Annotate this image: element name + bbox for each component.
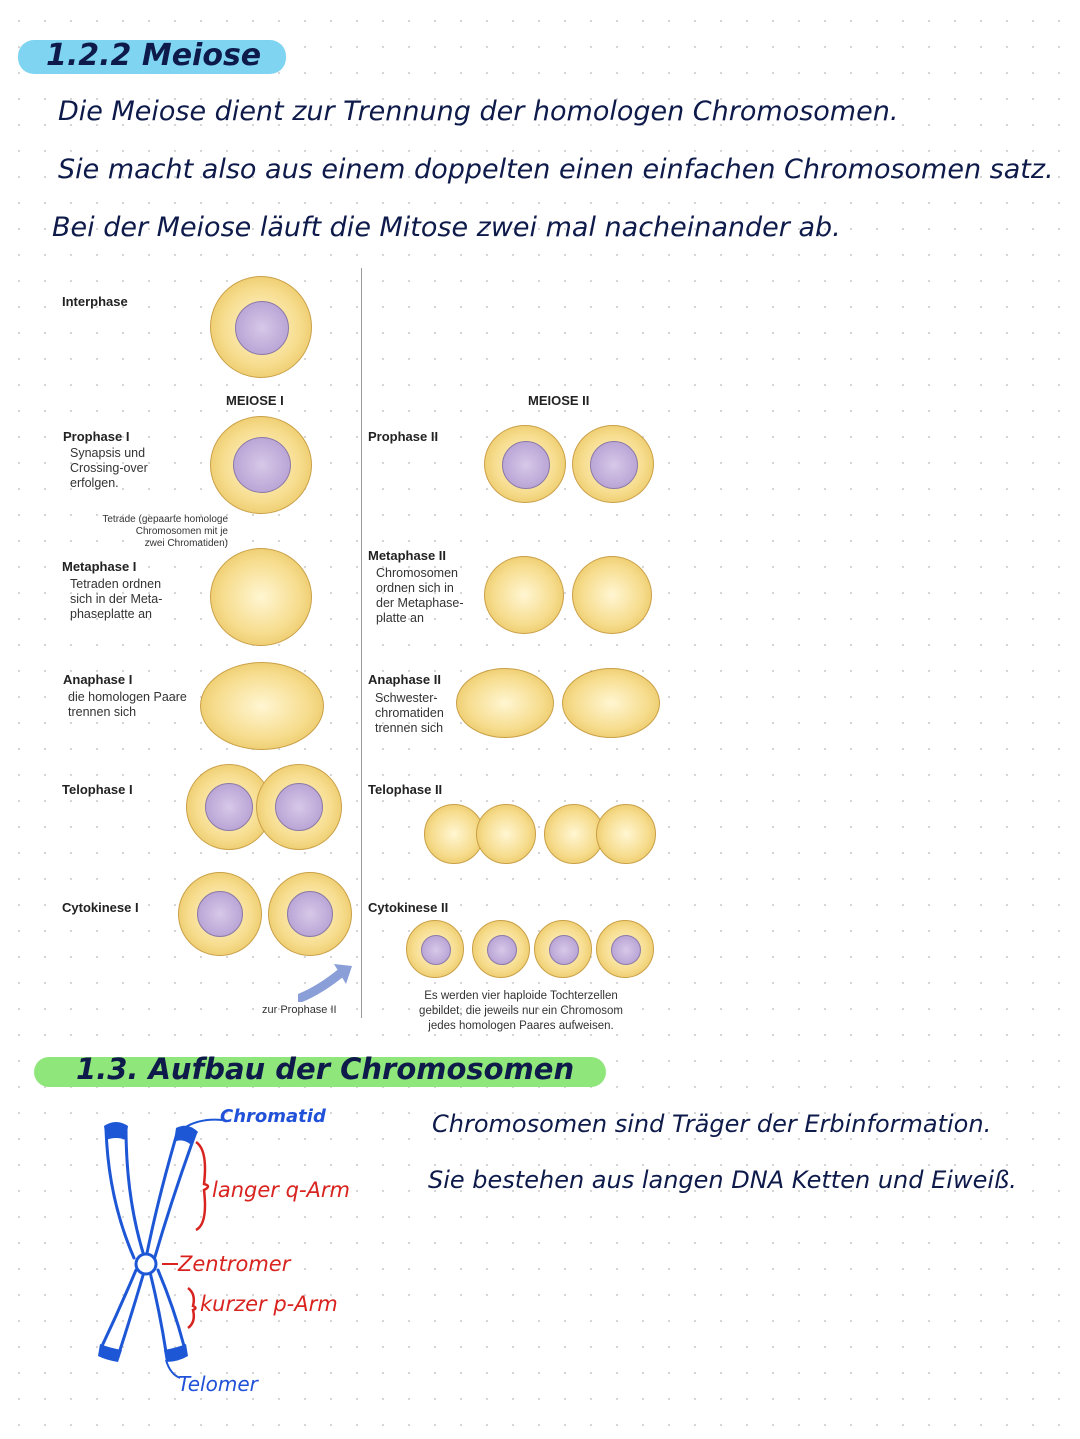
desc-line: sich in der Meta- <box>70 592 163 606</box>
nucleus <box>197 891 243 937</box>
desc-metaphase-1: Tetraden ordnen sich in der Meta- phasep… <box>70 577 162 622</box>
label-telophase-1: Telophase I <box>62 782 133 797</box>
label-chromatid: Chromatid <box>220 1106 326 1127</box>
chromosome-drawing <box>98 1122 198 1362</box>
cell-telophase-2c <box>544 804 604 864</box>
desc-line: trennen sich <box>375 721 444 735</box>
label-p-arm: kurzer p-Arm <box>200 1292 338 1316</box>
label-interphase: Interphase <box>62 294 128 309</box>
tetrade-note: Tetrade (gepaarte homologe Chromosomen m… <box>78 514 228 550</box>
tetrade-line: Chromosomen mit je <box>135 526 228 537</box>
label-telomer: Telomer <box>178 1372 258 1396</box>
label-metaphase-1: Metaphase I <box>62 559 137 574</box>
cell-telophase-2b <box>476 804 536 864</box>
label-meiose-1: MEIOSE I <box>226 393 284 408</box>
section-heading-meiose: 1.2.2 Meiose <box>46 38 262 73</box>
label-metaphase-2: Metaphase II <box>368 548 447 563</box>
result-note: Es werden vier haploide Tochterzellen ge… <box>398 989 644 1034</box>
desc-line: phaseplatte an <box>70 607 153 621</box>
nucleus <box>611 935 641 965</box>
nucleus <box>287 891 333 937</box>
tetrade-line: zwei Chromatiden) <box>144 538 228 549</box>
cell-prophase-2a <box>484 425 566 503</box>
result-line: gebildet, die jeweils nur ein Chromosom <box>419 1005 623 1017</box>
label-telophase-2: Telophase II <box>368 782 443 797</box>
desc-line: Crossing-over <box>70 461 148 475</box>
intro-line-1: Die Meiose dient zur Trennung der homolo… <box>58 96 899 127</box>
section-heading-chromosomen: 1.3. Aufbau der Chromosomen <box>76 1052 575 1086</box>
nucleus <box>235 301 289 355</box>
label-cytokinese-2: Cytokinese II <box>368 900 449 915</box>
p-arm-bracket <box>187 1287 197 1329</box>
cell-cytokinese-2b <box>472 920 530 978</box>
nucleus <box>502 441 550 489</box>
nucleus <box>275 783 323 831</box>
cell-cytokinese-2d <box>596 920 654 978</box>
label-anaphase-1: Anaphase I <box>63 672 133 687</box>
desc-prophase-1: Synapsis und Crossing-over erfolgen. <box>70 446 148 491</box>
nucleus <box>487 935 517 965</box>
chromosome-line-1: Chromosomen sind Träger der Erbinformati… <box>432 1110 992 1138</box>
desc-line: chromatiden <box>375 706 444 720</box>
label-zur-prophase-2: zur Prophase II <box>262 1004 337 1016</box>
result-line: jedes homologen Paares aufweisen. <box>428 1020 614 1032</box>
cell-metaphase-2b <box>572 556 652 634</box>
meiosis-divider <box>361 268 362 1018</box>
desc-line: die homologen Paare <box>68 690 187 704</box>
label-prophase-2: Prophase II <box>368 429 439 444</box>
chromatid-pointer <box>183 1118 223 1129</box>
desc-line: ordnen sich in <box>376 581 454 595</box>
desc-line: Chromosomen <box>376 566 458 580</box>
cell-cytokinese-1a <box>178 872 262 956</box>
cell-prophase-2b <box>572 425 654 503</box>
label-zentromer: Zentromer <box>178 1252 291 1276</box>
desc-line: erfolgen. <box>70 476 119 490</box>
q-arm-bracket <box>195 1140 210 1232</box>
cell-anaphase-2a <box>456 668 554 738</box>
cell-cytokinese-2c <box>534 920 592 978</box>
arrow-icon <box>298 964 352 1002</box>
cell-prophase-1 <box>210 416 312 514</box>
cell-cytokinese-2a <box>406 920 464 978</box>
cell-cytokinese-1b <box>268 872 352 956</box>
cell-telophase-1b <box>256 764 342 850</box>
desc-line: Schwester- <box>375 691 438 705</box>
intro-line-3: Bei der Meiose läuft die Mitose zwei mal… <box>52 212 841 243</box>
cell-metaphase-2a <box>484 556 564 634</box>
label-cytokinese-1: Cytokinese I <box>62 900 139 915</box>
label-anaphase-2: Anaphase II <box>368 672 441 687</box>
heading-highlight <box>18 40 286 74</box>
desc-line: Synapsis und <box>70 446 146 460</box>
desc-line: Tetraden ordnen <box>70 577 162 591</box>
label-prophase-1: Prophase I <box>63 429 130 444</box>
telomer-pointer <box>165 1359 181 1379</box>
cell-anaphase-1 <box>200 662 324 750</box>
cell-anaphase-2b <box>562 668 660 738</box>
cell-metaphase-1 <box>210 548 312 646</box>
desc-line: trennen sich <box>68 705 137 719</box>
label-meiose-2: MEIOSE II <box>528 393 590 408</box>
result-line: Es werden vier haploide Tochterzellen <box>424 990 618 1002</box>
chromosome-line-2: Sie bestehen aus langen DNA Ketten und E… <box>428 1166 1017 1194</box>
nucleus <box>205 783 253 831</box>
tetrade-line: Tetrade (gepaarte homologe <box>102 514 228 525</box>
cell-telophase-2a <box>424 804 484 864</box>
nucleus <box>549 935 579 965</box>
desc-line: der Metaphase- <box>376 596 464 610</box>
nucleus <box>421 935 451 965</box>
cell-telophase-2d <box>596 804 656 864</box>
desc-anaphase-2: Schwester- chromatiden trennen sich <box>375 691 444 736</box>
desc-anaphase-1: die homologen Paare trennen sich <box>68 690 187 720</box>
desc-line: platte an <box>376 611 424 625</box>
cell-interphase <box>210 276 312 378</box>
nucleus <box>590 441 638 489</box>
nucleus <box>233 437 291 493</box>
zentromer-pointer <box>162 1263 178 1265</box>
intro-line-2: Sie macht also aus einem doppelten einen… <box>58 154 1054 185</box>
heading-highlight <box>34 1057 606 1087</box>
desc-metaphase-2: Chromosomen ordnen sich in der Metaphase… <box>376 566 464 626</box>
label-q-arm: langer q-Arm <box>212 1178 350 1202</box>
